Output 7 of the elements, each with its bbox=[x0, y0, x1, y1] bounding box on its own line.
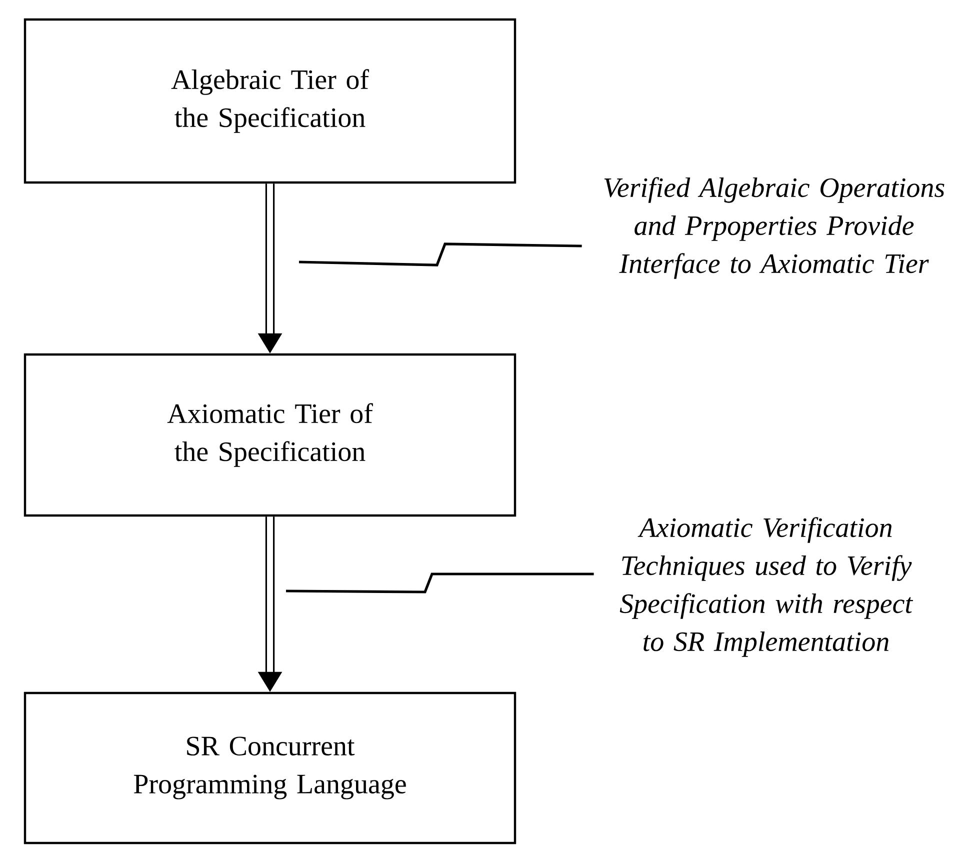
annotation-text: Axiomatic Verification Techniques used to Verify Specification with respect to SR Implementation bbox=[620, 517, 914, 657]
process-box: SR Concurrent Programming Language bbox=[24, 692, 516, 844]
leader-line bbox=[286, 572, 594, 594]
process-box: Axiomatic Tier of the Specification bbox=[24, 353, 516, 517]
annotation-text: Verified Algebraic Operations and Prpoperties Provide Interface to Axiomatic Tier bbox=[604, 177, 944, 279]
leader-line bbox=[298, 242, 582, 266]
process-box: Algebraic Tier of the Specification bbox=[24, 18, 516, 184]
